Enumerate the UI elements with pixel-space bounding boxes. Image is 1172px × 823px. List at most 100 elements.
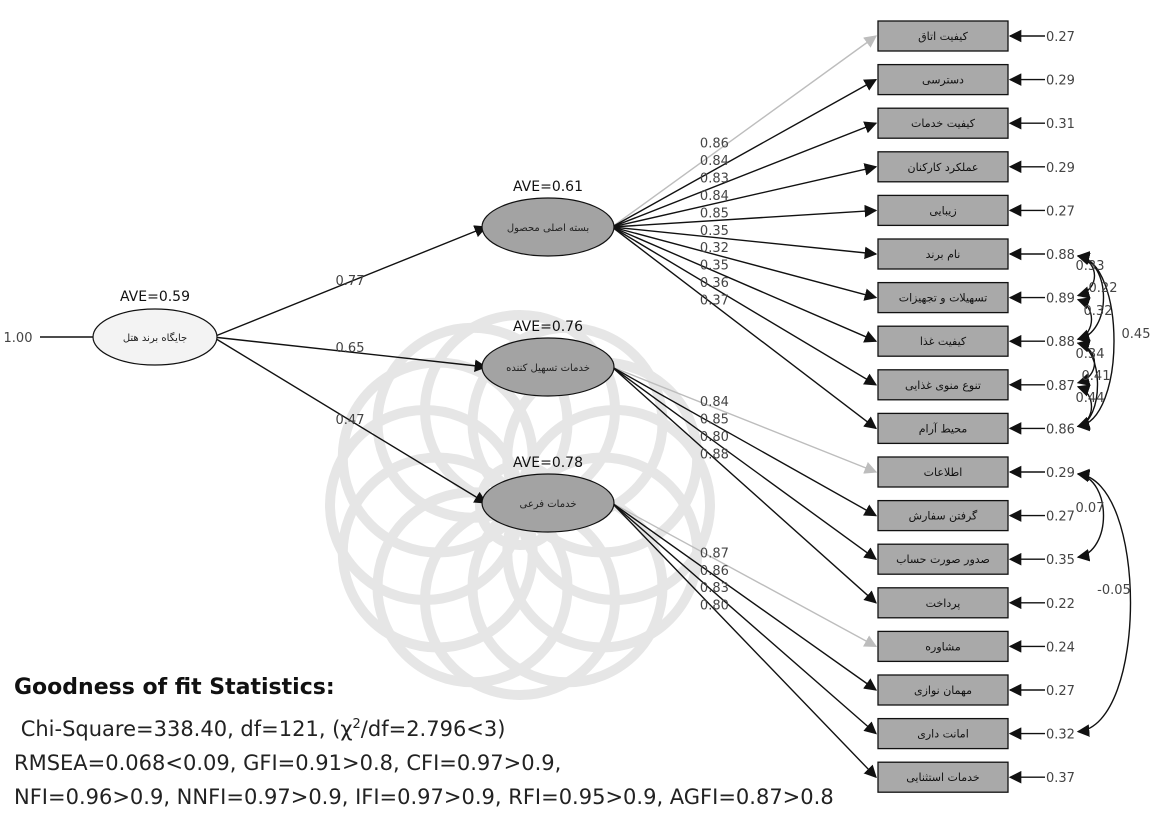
- covariance-label-4: 0.45: [1122, 327, 1151, 342]
- covariance-label-9: -0.05: [1097, 583, 1131, 598]
- indicator-label-3: کیفیت خدمات: [911, 117, 976, 130]
- loading-path-13: [611, 366, 878, 560]
- latent-ave-2: AVE=0.76: [513, 319, 583, 335]
- loading-path-4: [611, 163, 878, 228]
- root-latent-ellipse: [92, 308, 218, 366]
- error-label-16: 0.27: [1046, 684, 1075, 699]
- indicator-box-2: [877, 63, 1009, 96]
- loading-label-16: 0.86: [700, 564, 729, 579]
- structural-coef-3: 0.47: [336, 413, 365, 428]
- indicator-box-4: [877, 151, 1009, 183]
- error-label-14: 0.22: [1046, 597, 1075, 612]
- indicator-label-16: مهمان نوازی: [914, 684, 972, 697]
- loading-path-11: [611, 366, 878, 474]
- indicator-label-1: کیفیت اتاق: [918, 30, 969, 43]
- loading-label-1: 0.86: [700, 137, 729, 152]
- error-label-5: 0.27: [1046, 204, 1075, 219]
- indicator-box-11: [877, 456, 1009, 488]
- indicator-box-18: [877, 761, 1009, 793]
- error-label-15: 0.24: [1046, 640, 1075, 655]
- error-label-6: 0.88: [1046, 248, 1075, 263]
- error-label-10: 0.86: [1046, 422, 1075, 437]
- watermark-rosette: [325, 310, 715, 700]
- structural-path-3: [212, 336, 488, 504]
- fit-line-chi-square: Chi-Square=338.40, df=121, (χ2/df=2.796<…: [14, 708, 914, 746]
- loading-path-12: [611, 366, 878, 517]
- loading-path-6: [611, 226, 878, 260]
- indicator-label-7: تسهیلات و تجهیزات: [899, 292, 988, 305]
- loading-path-10: [611, 226, 878, 430]
- indicator-box-12: [877, 499, 1009, 532]
- latent-ellipse-3: [481, 473, 615, 533]
- loading-path-15: [611, 502, 878, 648]
- structural-coef-2: 0.65: [336, 341, 365, 356]
- indicator-label-14: پرداخت: [926, 597, 961, 610]
- covariance-label-8: 0.07: [1076, 501, 1105, 516]
- error-label-9: 0.87: [1046, 379, 1075, 394]
- indicator-label-11: اطلاعات: [924, 466, 963, 479]
- covariance-arc-6: [1076, 384, 1093, 429]
- latent-ellipse-2: [481, 337, 615, 397]
- indicator-label-10: محیط آرام: [919, 421, 968, 435]
- indicator-box-15: [877, 630, 1009, 663]
- covariance-label-5: 0.34: [1076, 347, 1105, 362]
- indicator-box-17: [877, 717, 1009, 750]
- indicator-label-17: امانت داری: [917, 728, 969, 741]
- error-label-8: 0.88: [1046, 335, 1075, 350]
- loading-label-8: 0.35: [700, 259, 729, 274]
- structural-path-2: [212, 336, 488, 373]
- indicator-box-8: [877, 325, 1009, 357]
- indicator-label-5: زیبایی: [929, 204, 956, 217]
- error-label-4: 0.29: [1046, 161, 1075, 176]
- covariance-label-6: 0.41: [1082, 369, 1111, 384]
- indicator-label-4: عملکرد کارکنان: [908, 161, 979, 174]
- loading-label-6: 0.35: [700, 224, 729, 239]
- fit-line-nfi: NFI=0.96>0.9, NNFI=0.97>0.9, IFI=0.97>0.…: [14, 785, 834, 809]
- fit-chi-square-post: /df=2.796<3): [360, 717, 506, 741]
- indicator-box-14: [877, 587, 1009, 619]
- root-ave-label: AVE=0.59: [120, 289, 190, 305]
- indicator-box-1: [877, 20, 1009, 52]
- error-label-17: 0.32: [1046, 728, 1075, 743]
- error-label-7: 0.89: [1046, 292, 1075, 307]
- covariance-label-3: 0.32: [1084, 304, 1113, 319]
- indicator-label-6: نام برند: [926, 248, 961, 261]
- error-label-3: 0.31: [1046, 117, 1075, 132]
- indicator-label-2: دسترسی: [922, 74, 964, 87]
- latent-ellipse-1: [481, 197, 615, 257]
- loading-label-9: 0.36: [700, 276, 729, 291]
- loading-label-4: 0.84: [700, 189, 729, 204]
- loading-path-5: [611, 204, 878, 228]
- fit-statistics-title: Goodness of fit Statistics:: [14, 675, 335, 700]
- loading-label-13: 0.80: [700, 430, 729, 445]
- indicator-box-7: [877, 281, 1009, 314]
- loading-path-2: [611, 78, 878, 228]
- loading-path-18: [611, 502, 877, 779]
- loading-label-12: 0.85: [700, 412, 729, 427]
- latent-label-3: خدمات فرعی: [519, 499, 576, 510]
- indicator-label-18: خدمات استثنایی: [906, 771, 979, 784]
- loading-label-15: 0.87: [700, 546, 729, 561]
- loading-path-8: [611, 226, 878, 343]
- indicator-box-9: [877, 369, 1009, 401]
- error-label-13: 0.35: [1046, 553, 1075, 568]
- loading-path-16: [611, 502, 878, 691]
- indicator-label-13: صدور صورت حساب: [896, 553, 990, 566]
- loading-label-18: 0.80: [700, 599, 729, 614]
- fit-chi-square-sup: 2: [352, 717, 361, 732]
- root-latent-label: جایگاه برند هتل: [123, 332, 187, 344]
- loading-path-3: [611, 121, 878, 228]
- loading-label-3: 0.83: [700, 171, 729, 186]
- indicator-label-9: تنوع منوی غذایی: [905, 379, 981, 392]
- latent-label-2: خدمات تسهیل کننده: [506, 363, 590, 374]
- loading-label-7: 0.32: [700, 241, 729, 256]
- error-label-1: 0.27: [1046, 30, 1075, 45]
- loading-label-11: 0.84: [700, 395, 729, 410]
- loading-path-7: [611, 226, 878, 301]
- error-label-18: 0.37: [1046, 771, 1075, 786]
- loading-path-17: [611, 502, 877, 735]
- error-label-12: 0.27: [1046, 510, 1075, 525]
- latent-ave-3: AVE=0.78: [513, 455, 583, 471]
- indicator-box-6: [877, 238, 1009, 270]
